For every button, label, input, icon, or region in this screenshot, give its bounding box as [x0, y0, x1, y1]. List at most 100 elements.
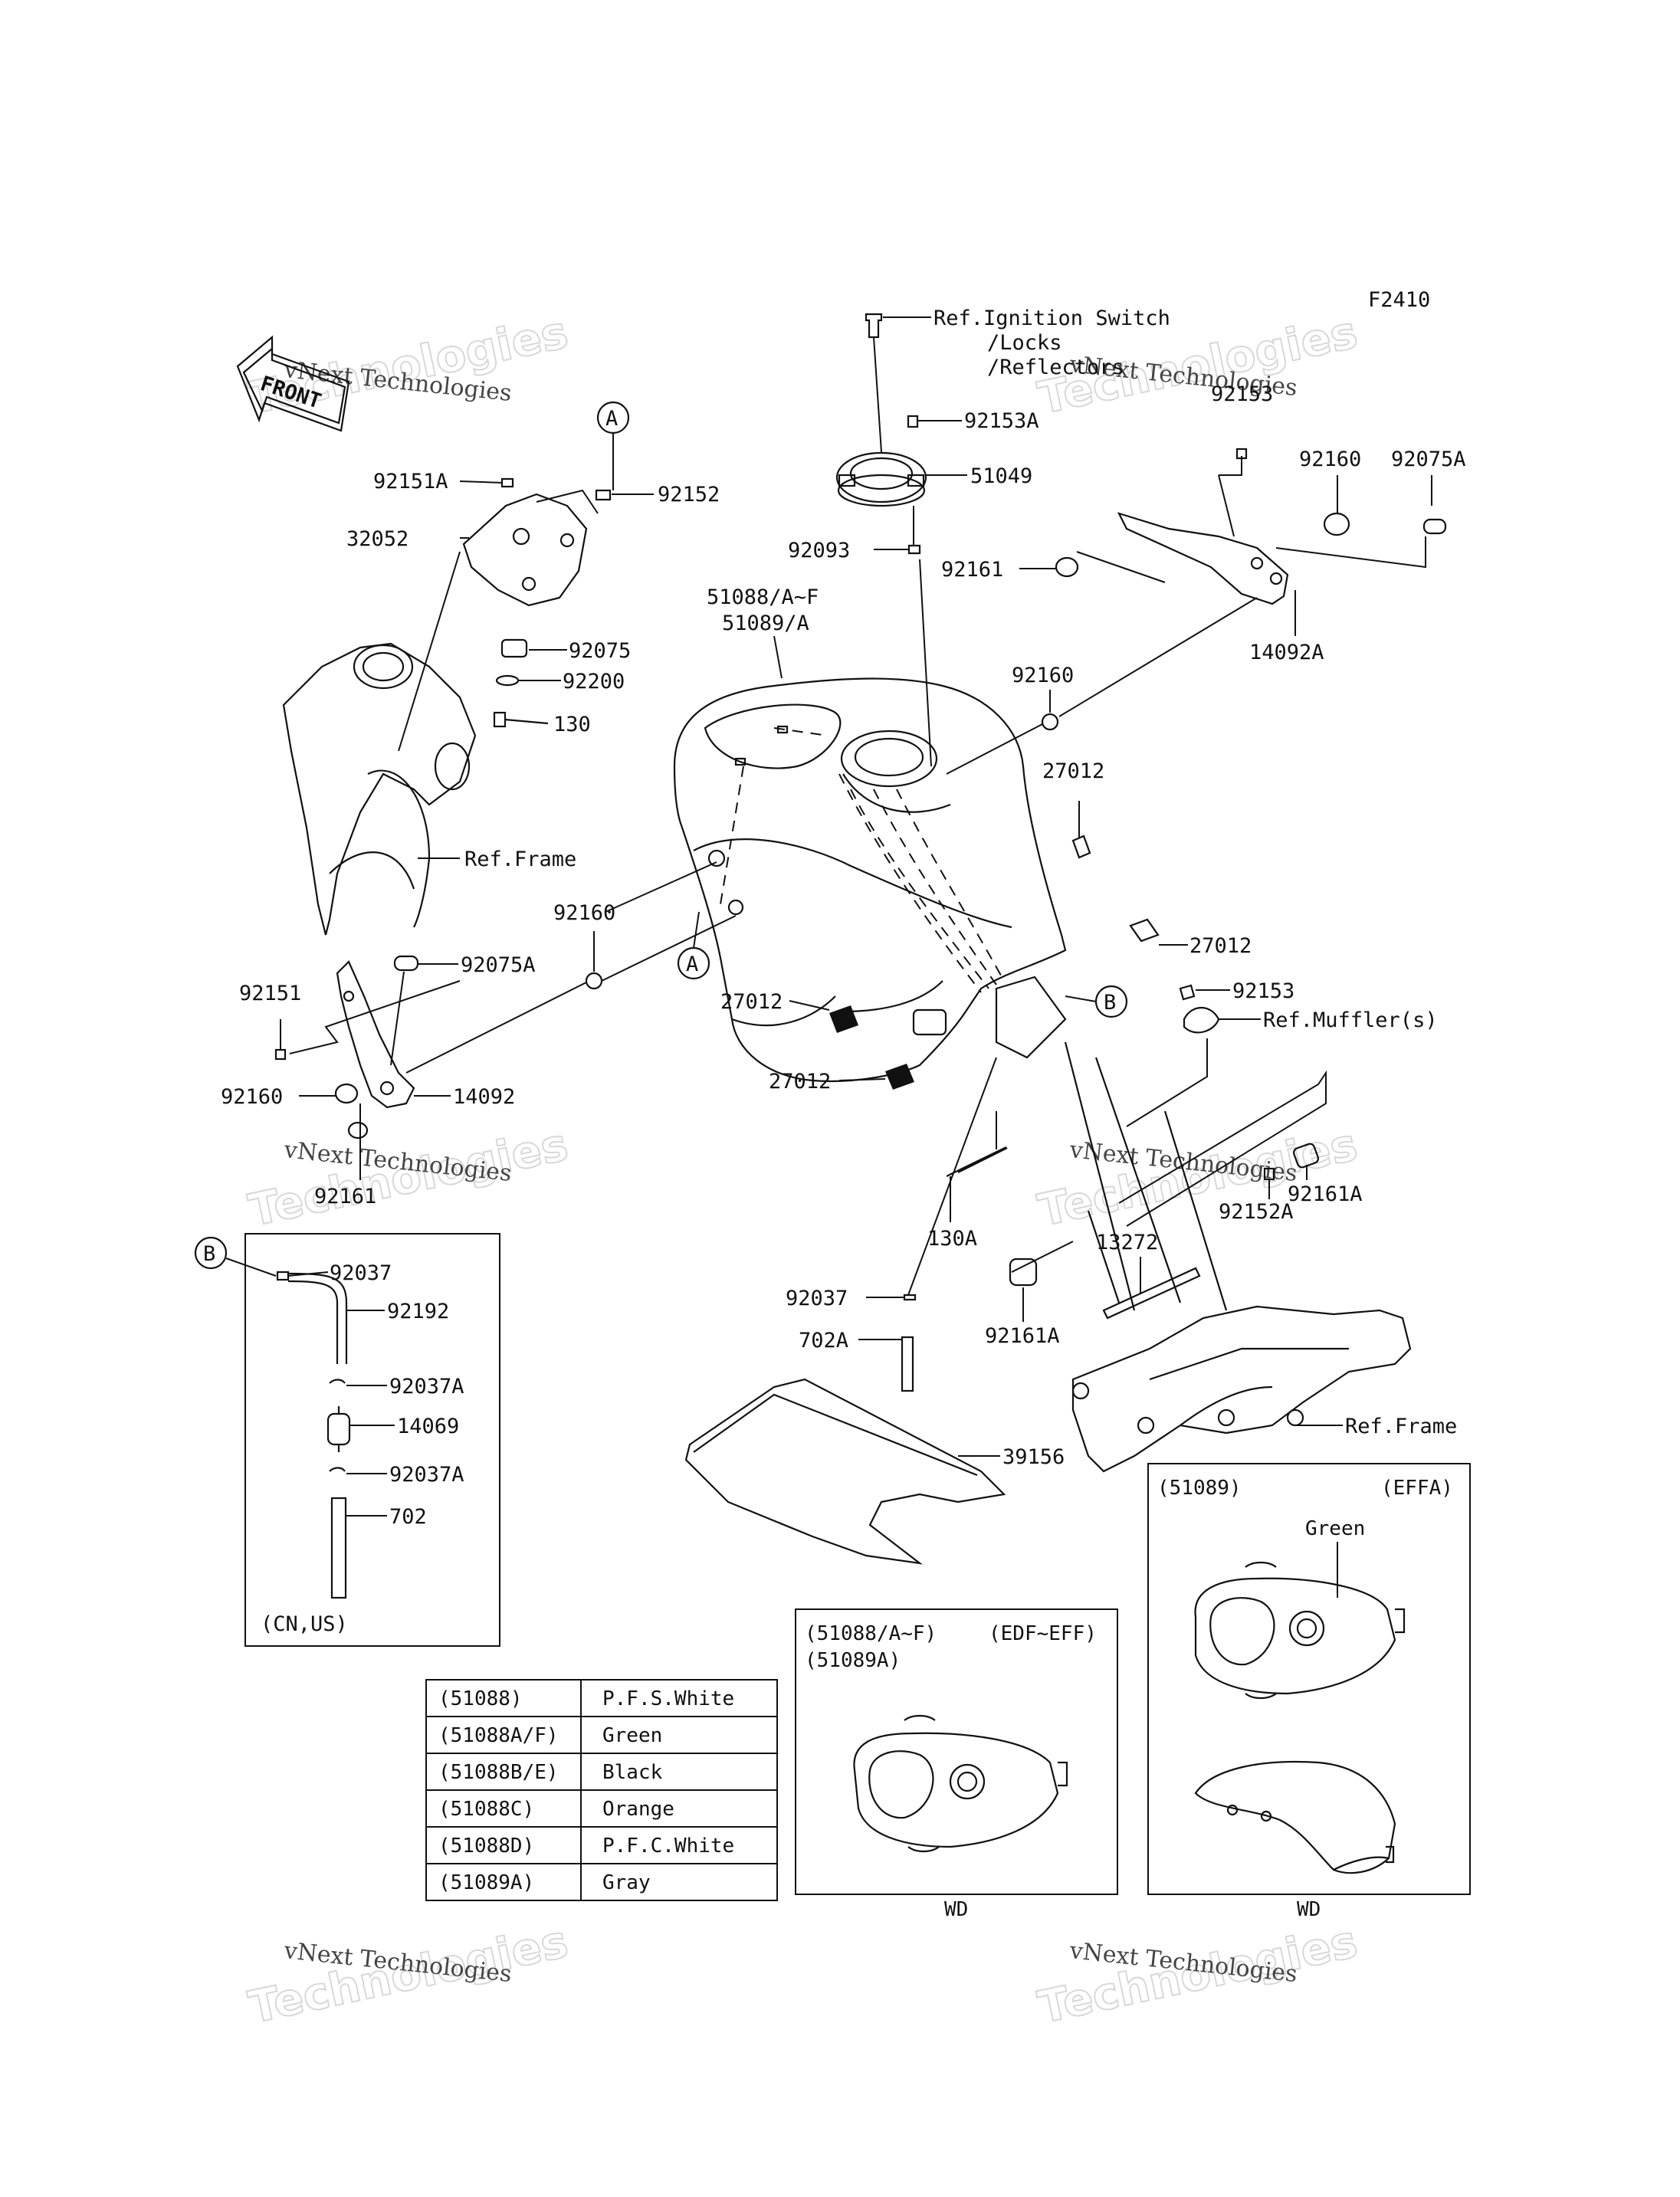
- label-92160-l: 92160: [553, 901, 615, 925]
- svg-text:B: B: [203, 1242, 215, 1266]
- screw-92153: [1179, 984, 1196, 1001]
- label-ref-frame-rear: Ref.Frame: [1345, 1415, 1457, 1438]
- screw-ref-ignition: [865, 313, 883, 339]
- pad-27012-b: [1129, 918, 1160, 943]
- gasket-92093: [907, 544, 921, 555]
- color-table: (51088) P.F.S.White (51088A/F) Green (51…: [425, 1679, 778, 1901]
- label-14092A: 14092A: [1249, 641, 1324, 664]
- label-51089: 51089/A: [722, 612, 809, 635]
- inset-edf-line1: (51088/A~F): [805, 1622, 937, 1645]
- fuel-cap-51049: [835, 451, 927, 507]
- bolt-130A: [946, 1146, 1008, 1177]
- bolt-130: [493, 711, 549, 728]
- table-row-code: (51088C): [438, 1798, 534, 1821]
- rear-frame: [1064, 1041, 1412, 1473]
- label-ref-ignition-2: /Locks: [987, 331, 1062, 355]
- washer-92152A: [1263, 1167, 1275, 1181]
- tank-top-view: [853, 1714, 1068, 1853]
- screw-92151A: [500, 477, 514, 488]
- label-13272: 13272: [1096, 1231, 1158, 1254]
- label-92160-tr2: 92160: [1012, 664, 1074, 687]
- tank-side-view-effa: [1194, 1760, 1396, 1874]
- label-130: 130: [553, 713, 591, 736]
- label-ref-frame-top: Ref.Frame: [464, 848, 576, 871]
- inset-edf-eff: (51088/A~F) (EDF~EFF) (51089A) WD: [795, 1608, 1118, 1921]
- clip-92037A-1: [329, 1379, 346, 1384]
- label-51088: 51088/A~F: [707, 585, 819, 609]
- watermark-large: Technologies: [244, 1118, 573, 1236]
- label-92152A: 92152A: [1219, 1200, 1294, 1224]
- tank-hidden-lines: [720, 727, 1005, 993]
- hose-92192: [287, 1280, 339, 1364]
- label-92075A-l: 92075A: [461, 953, 536, 977]
- label-92161A-c: 92161A: [985, 1324, 1060, 1348]
- inset-item-2: 92192: [387, 1300, 449, 1323]
- label-92152: 92152: [658, 483, 720, 507]
- label-39156: 39156: [1002, 1445, 1065, 1469]
- label-27012-c: 27012: [720, 990, 783, 1014]
- inset-item-4: 14069: [397, 1415, 459, 1438]
- inset-item-6: 702: [389, 1505, 427, 1529]
- label-702A: 702A: [799, 1329, 848, 1353]
- label-92161A-r: 92161A: [1288, 1182, 1363, 1206]
- table-row-color: Orange: [602, 1798, 674, 1821]
- label-92160-tr1: 92160: [1299, 448, 1361, 471]
- clip-92037A-2: [329, 1467, 346, 1472]
- label-92161-top: 92161: [941, 558, 1003, 582]
- inset-cn-us-footer: (CN,US): [261, 1612, 348, 1636]
- damper-92161A-c: [1009, 1258, 1038, 1287]
- label-92160-l2: 92160: [221, 1085, 283, 1109]
- frame-head: [282, 642, 477, 936]
- pad-27012-c: [829, 1005, 858, 1033]
- pin-92037: [903, 1294, 917, 1301]
- table-row-code: (51088): [438, 1687, 523, 1710]
- label-14092: 14092: [453, 1085, 515, 1109]
- callout-A-tank: A: [677, 946, 710, 980]
- table-row-code: (51088A/F): [438, 1724, 559, 1747]
- bracket-14092A: [1117, 512, 1289, 605]
- label-27012-a: 27012: [1042, 759, 1104, 783]
- inset-edf-line2: (51089A): [805, 1649, 901, 1672]
- table-row-code: (51088D): [438, 1835, 534, 1858]
- callout-B-tank: B: [1094, 985, 1128, 1018]
- table-row-color: P.F.C.White: [602, 1835, 734, 1858]
- label-92153: 92153: [1232, 979, 1294, 1003]
- grommet-92161-top: [1055, 556, 1079, 578]
- screw-92153-top: [1235, 448, 1248, 460]
- screw-92151: [274, 1048, 287, 1061]
- bracket-32052: [462, 493, 588, 607]
- grommet-92160-tr2: [1041, 713, 1059, 731]
- inset-effa-models: (EFFA): [1381, 1477, 1453, 1500]
- label-92153-top: 92153: [1211, 382, 1273, 406]
- grommet-92160-l2: [334, 1083, 359, 1104]
- screw-92153A: [907, 415, 919, 428]
- pad-27012-a: [1071, 835, 1091, 859]
- tube-702A: [901, 1336, 914, 1392]
- damper-92075: [500, 638, 528, 658]
- strap-13272: [1102, 1267, 1201, 1320]
- table-row-color: Black: [602, 1761, 663, 1784]
- label-ref-ignition-3: /Reflectors: [987, 356, 1124, 379]
- inset-effa: (51089) (EFFA) Green WD: [1147, 1463, 1471, 1921]
- label-130A: 130A: [927, 1227, 977, 1251]
- label-51049: 51049: [970, 464, 1032, 488]
- label-92151: 92151: [239, 982, 301, 1005]
- fuel-tank: [673, 677, 1067, 1083]
- pad-27012-d: [885, 1064, 914, 1090]
- label-92075: 92075: [569, 639, 631, 663]
- label-92151A: 92151A: [373, 470, 448, 494]
- label-ref-muffler: Ref.Muffler(s): [1263, 1008, 1438, 1032]
- figure-code: F2410: [1368, 288, 1430, 312]
- muffler-ref-part: [1183, 1007, 1220, 1034]
- label-32052: 32052: [346, 527, 409, 551]
- label-92037-c: 92037: [786, 1287, 848, 1310]
- grommet-92160-tr: [1323, 512, 1350, 536]
- svg-text:B: B: [1104, 991, 1116, 1015]
- table-row-color: P.F.S.White: [602, 1687, 734, 1710]
- callout-A-top: A: [596, 401, 630, 434]
- label-92200: 92200: [563, 670, 625, 694]
- bracket-14092: [336, 960, 415, 1109]
- grommet-92160-l: [585, 972, 603, 990]
- inset-edf-models: (EDF~EFF): [989, 1622, 1097, 1645]
